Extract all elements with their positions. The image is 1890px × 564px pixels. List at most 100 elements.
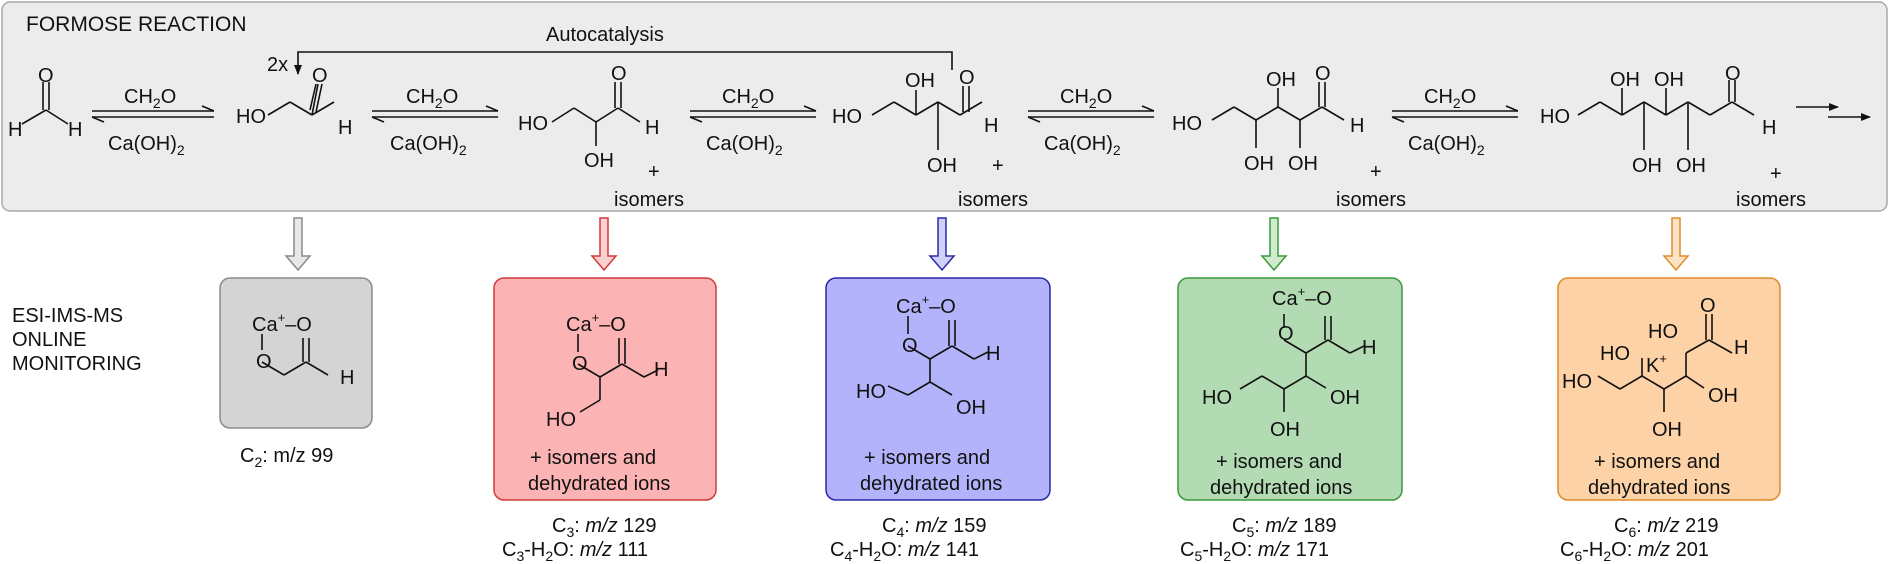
monitoring-label: ESI-IMS-MS ONLINE MONITORING bbox=[12, 305, 142, 375]
svg-text:O: O bbox=[572, 353, 588, 375]
formaldehyde-h2: H bbox=[68, 119, 82, 141]
svg-text:CH2O: CH2O bbox=[722, 86, 774, 111]
svg-text:Ca+–O: Ca+–O bbox=[566, 310, 626, 336]
c5-isomers: isomers bbox=[1336, 189, 1406, 211]
c6-oh-top-2: OH bbox=[1654, 69, 1684, 91]
c2-ion-ca: Ca bbox=[252, 314, 278, 336]
svg-text:HO: HO bbox=[1562, 371, 1592, 393]
svg-text:dehydrated ions: dehydrated ions bbox=[1588, 477, 1730, 499]
c6-h: H bbox=[1762, 117, 1776, 139]
monitoring-line-3: MONITORING bbox=[12, 353, 142, 375]
c3-dehyd-mz: C3-H2O: m/z 111 bbox=[502, 539, 648, 564]
svg-text:O: O bbox=[902, 335, 918, 357]
c5-oh-top: OH bbox=[1266, 69, 1296, 91]
svg-text:HO: HO bbox=[1600, 343, 1630, 365]
c5-oh-bottom-2: OH bbox=[1288, 153, 1318, 175]
c5-structure bbox=[1211, 82, 1345, 148]
svg-text:Ca(OH)2: Ca(OH)2 bbox=[1408, 133, 1485, 158]
svg-text:Ca+–O: Ca+–O bbox=[252, 310, 312, 336]
svg-text:CH2O: CH2O bbox=[124, 86, 176, 111]
equilibrium-arrow-3: CH2O Ca(OH)2 bbox=[689, 86, 817, 158]
svg-text:OH: OH bbox=[1330, 387, 1360, 409]
svg-text:K+: K+ bbox=[1646, 351, 1667, 377]
svg-text:+ isomers and: + isomers and bbox=[864, 447, 990, 469]
down-arrow-orange bbox=[1662, 217, 1690, 272]
svg-text:OH: OH bbox=[1270, 419, 1300, 441]
down-arrow-gray bbox=[284, 217, 312, 272]
ion-box-c3: Ca+–O O H HO + isomers and dehydrated io… bbox=[493, 277, 717, 501]
autocatalysis-bracket: Autocatalysis 2x bbox=[267, 24, 953, 76]
c6-structure bbox=[1577, 80, 1755, 150]
formaldehyde-h1: H bbox=[8, 119, 22, 141]
c6-isomers: isomers bbox=[1736, 189, 1806, 211]
c4-oh-bottom: OH bbox=[927, 155, 957, 177]
c4-plus: + bbox=[992, 155, 1004, 177]
equilibrium-arrow-5: CH2O Ca(OH)2 bbox=[1391, 86, 1519, 158]
c2-glycolaldehyde-structure bbox=[267, 83, 335, 116]
reagent-top: CH bbox=[124, 86, 153, 108]
svg-text:Ca(OH)2: Ca(OH)2 bbox=[108, 133, 185, 158]
c2-ho: HO bbox=[236, 106, 266, 128]
c4-o: O bbox=[959, 67, 975, 89]
c6-dehyd-mz: C6-H2O: m/z 201 bbox=[1560, 539, 1709, 564]
reaction-panel: FORMOSE REACTION Autocatalysis 2x O H H … bbox=[1, 1, 1888, 212]
svg-text:HO: HO bbox=[546, 409, 576, 431]
c5-oh-bottom-1: OH bbox=[1244, 153, 1274, 175]
c2-h: H bbox=[338, 117, 352, 139]
svg-text:Ca+–O: Ca+–O bbox=[1272, 284, 1332, 310]
equilibrium-arrow-4: CH2O Ca(OH)2 bbox=[1027, 86, 1155, 158]
svg-text:dehydrated ions: dehydrated ions bbox=[860, 473, 1002, 495]
svg-text:dehydrated ions: dehydrated ions bbox=[1210, 477, 1352, 499]
c4-structure bbox=[871, 86, 983, 150]
svg-text:Ca(OH)2: Ca(OH)2 bbox=[390, 133, 467, 158]
c6-oh-top-1: OH bbox=[1610, 69, 1640, 91]
continuation-arrows bbox=[1796, 103, 1871, 121]
svg-text:CH2O: CH2O bbox=[1424, 86, 1476, 111]
c6-plus: + bbox=[1770, 163, 1782, 185]
c4-ho: HO bbox=[832, 106, 862, 128]
c3-h: H bbox=[645, 117, 659, 139]
svg-text:+ isomers and: + isomers and bbox=[530, 447, 656, 469]
down-arrow-blue bbox=[928, 217, 956, 272]
c6-ion-mz: C6: m/z 219 bbox=[1614, 515, 1719, 540]
svg-text:Ca(OH)2: Ca(OH)2 bbox=[1044, 133, 1121, 158]
c3-o: O bbox=[611, 63, 627, 85]
reaction-title: FORMOSE REACTION bbox=[26, 13, 247, 36]
c4-ion-mz: C4: m/z 159 bbox=[882, 515, 987, 540]
c5-dehyd-mz: C5-H2O: m/z 171 bbox=[1180, 539, 1329, 564]
svg-text:O: O bbox=[1700, 295, 1716, 317]
c2-o: O bbox=[312, 65, 328, 87]
svg-text:H: H bbox=[1362, 337, 1376, 359]
svg-text:HO: HO bbox=[856, 381, 886, 403]
c4-dehyd-mz: C4-H2O: m/z 141 bbox=[830, 539, 979, 564]
svg-text:Ca+–O: Ca+–O bbox=[896, 292, 956, 318]
svg-text:CH2O: CH2O bbox=[406, 86, 458, 111]
c5-h: H bbox=[1350, 115, 1364, 137]
monitoring-line-1: ESI-IMS-MS bbox=[12, 305, 123, 327]
svg-text:H: H bbox=[986, 343, 1000, 365]
c3-ho: HO bbox=[518, 113, 548, 135]
c6-oh-bottom-2: OH bbox=[1676, 155, 1706, 177]
equilibrium-arrow-2: CH2O Ca(OH)2 bbox=[371, 86, 499, 158]
c5-plus: + bbox=[1370, 161, 1382, 183]
c2-ion-o: O bbox=[256, 351, 272, 373]
svg-text:+ isomers and: + isomers and bbox=[1216, 451, 1342, 473]
ion-box-c5: Ca+–O O H HO OH OH + isomers and dehydra… bbox=[1177, 277, 1403, 501]
c4-isomers: isomers bbox=[958, 189, 1028, 211]
down-arrow-green bbox=[1260, 217, 1288, 272]
svg-text:dehydrated ions: dehydrated ions bbox=[528, 473, 670, 495]
c5-o: O bbox=[1315, 63, 1331, 85]
svg-text:Ca(OH)2: Ca(OH)2 bbox=[706, 133, 783, 158]
c6-o: O bbox=[1725, 63, 1741, 85]
svg-text:+ isomers and: + isomers and bbox=[1594, 451, 1720, 473]
autocatalysis-label: Autocatalysis bbox=[546, 24, 664, 46]
svg-text:OH: OH bbox=[1708, 385, 1738, 407]
c3-plus: + bbox=[648, 161, 660, 183]
ion-box-c4: Ca+–O O H HO OH + isomers and dehydrated… bbox=[825, 277, 1051, 501]
formaldehyde-structure bbox=[21, 82, 69, 125]
c3-structure bbox=[551, 82, 641, 146]
ion-box-c6: O H HO HO HO K+ OH OH + isomers and dehy… bbox=[1557, 277, 1781, 501]
svg-text:OH: OH bbox=[956, 397, 986, 419]
c5-ion-mz: C5: m/z 189 bbox=[1232, 515, 1337, 540]
